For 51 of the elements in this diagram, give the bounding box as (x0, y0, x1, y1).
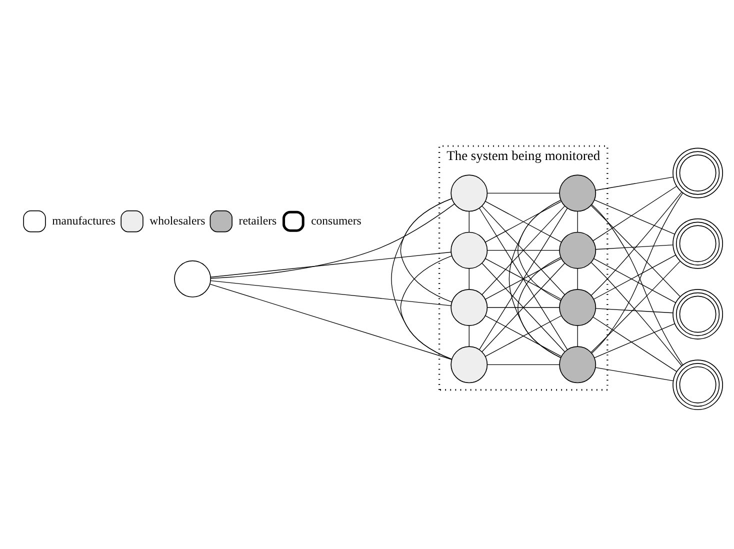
connector (591, 192, 682, 296)
connector (590, 261, 680, 353)
connector (487, 307, 560, 308)
connector (210, 252, 452, 278)
node-circle (672, 218, 724, 269)
legend-label: wholesalers (150, 214, 206, 228)
connector (400, 255, 452, 360)
connector (595, 308, 674, 314)
connector (577, 268, 578, 290)
connector (487, 192, 560, 194)
legend-label: manufactures (52, 214, 116, 228)
connector (487, 364, 560, 365)
node-circle (450, 346, 488, 384)
connector (595, 367, 674, 382)
node-circle (450, 289, 488, 326)
connector (482, 206, 565, 295)
connector (479, 208, 568, 350)
legend-label: retailers (238, 214, 277, 228)
connector (210, 284, 452, 360)
connector (594, 323, 676, 358)
connector (508, 200, 562, 358)
connector (484, 201, 562, 242)
connector (595, 244, 674, 250)
node-circle (559, 232, 596, 269)
node-circle (672, 289, 724, 340)
connector (210, 204, 455, 279)
connector (391, 198, 452, 360)
node-circle (559, 174, 596, 212)
legend-label: consumers (311, 214, 362, 228)
connector (592, 186, 677, 242)
connector (577, 211, 578, 233)
connector (487, 250, 560, 251)
connector (595, 176, 674, 191)
connector (591, 262, 682, 366)
connector (518, 200, 562, 301)
node-circle (450, 232, 488, 269)
connector (468, 268, 470, 290)
node-circle (672, 360, 724, 410)
connector (210, 280, 452, 306)
node-circle (174, 260, 212, 298)
node-circle (559, 346, 596, 384)
connector (590, 205, 680, 297)
connector (577, 325, 578, 347)
connector (468, 211, 470, 233)
node-circle (450, 174, 488, 212)
connector (592, 316, 677, 372)
connector (594, 200, 676, 234)
cluster: The system being monitored (438, 145, 608, 391)
node-circle (672, 148, 724, 198)
node-circle (559, 289, 596, 326)
connector (468, 325, 470, 347)
